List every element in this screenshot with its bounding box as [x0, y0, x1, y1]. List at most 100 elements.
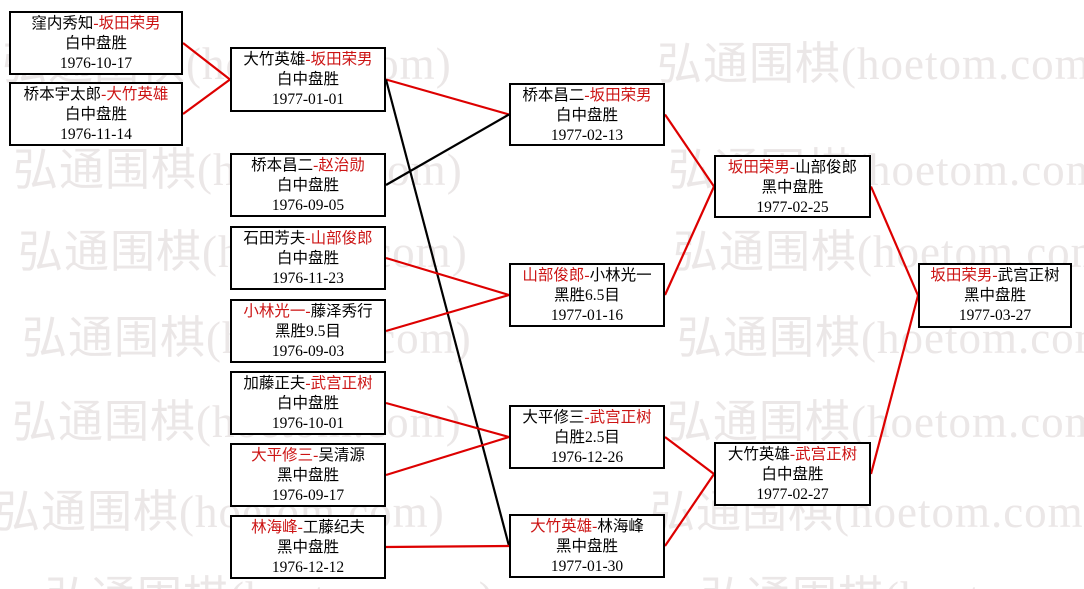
- connector-line-sf-1-to-final: [869, 186, 920, 296]
- match-players: 桥本昌二-坂田荣男: [511, 86, 663, 106]
- match-date: 1977-03-27: [958, 307, 1032, 324]
- match-result: 黑中盘胜: [761, 179, 824, 196]
- match-result: 白中盘胜: [64, 106, 127, 123]
- player-separator: -: [789, 159, 796, 176]
- player-name: 桥本昌二: [251, 157, 314, 174]
- player-name: 武宫正树: [997, 267, 1060, 284]
- match-players: 加藤正夫-武宫正树: [232, 374, 384, 394]
- connector-line-r2-3-to-sf-2: [664, 436, 715, 475]
- player-name: 大平修三: [251, 447, 314, 464]
- match-players: 坂田荣男-武宫正树: [920, 266, 1070, 286]
- match-date: 1976-10-17: [59, 55, 133, 72]
- watermark-text: 弘通围棋(hoetom.com): [700, 576, 1084, 589]
- connector-line-r1-7-to-r2-3: [385, 435, 510, 477]
- player-separator: -: [93, 15, 99, 32]
- player-name: 大竹英雄: [106, 86, 169, 103]
- match-players: 山部俊郎-小林光一: [511, 266, 663, 286]
- watermark-text: 弘通围棋(hoetom.com): [657, 39, 1084, 89]
- match-players: 桥本宇太郎-大竹英雄: [11, 85, 181, 105]
- match-players: 石田芳夫-山部俊郎: [232, 229, 384, 249]
- connector-line-r1-1-to-r2-1: [182, 42, 231, 81]
- player-separator: -: [101, 86, 107, 103]
- player-name: 吴清源: [318, 447, 365, 464]
- match-result: 白中盘胜: [761, 466, 824, 483]
- match-result: 白中盘胜: [555, 107, 618, 124]
- player-name: 石田芳夫: [243, 230, 306, 247]
- match-date: 1976-09-03: [271, 343, 345, 360]
- connector-line-r1-3-to-r3-1: [385, 113, 510, 186]
- player-name: 林海峰: [597, 518, 644, 535]
- match-players: 林海峰-工藤纪夫: [232, 518, 384, 538]
- player-name: 桥本昌二: [522, 87, 585, 104]
- player-name: 武宫正树: [589, 409, 652, 426]
- player-name: 武宫正树: [310, 375, 373, 392]
- match-result: 白中盘胜: [276, 395, 339, 412]
- match-box-r1-5: 小林光一-藤泽秀行黑胜9.5目 1976-09-03: [230, 299, 386, 363]
- player-separator: -: [297, 519, 303, 536]
- player-name: 坂田荣男: [727, 159, 790, 176]
- match-result: 黑胜6.5目: [554, 287, 620, 304]
- match-players: 大竹英雄-武宫正树: [716, 445, 869, 465]
- connector-line-r2-4-to-sf-2: [664, 473, 715, 547]
- match-players: 小林光一-藤泽秀行: [232, 302, 384, 322]
- match-result: 黑中盘胜: [963, 287, 1026, 304]
- match-date: 1977-01-30: [550, 558, 624, 575]
- player-name: 大平修三: [522, 409, 585, 426]
- player-name: 工藤纪夫: [302, 519, 365, 536]
- connector-line-r1-5-to-r2-2: [385, 293, 510, 333]
- player-name: 窪内秀知: [31, 15, 94, 32]
- match-result: 黑胜9.5目: [275, 323, 341, 340]
- match-result: 白胜2.5目: [554, 429, 620, 446]
- player-separator: -: [305, 51, 311, 68]
- match-result: 白中盘胜: [276, 250, 339, 267]
- match-result: 黑中盘胜: [276, 467, 339, 484]
- connector-line-r1-8-to-r2-4: [385, 544, 510, 549]
- match-date: 1976-12-12: [271, 559, 345, 576]
- match-date: 1976-10-01: [271, 415, 345, 432]
- match-result: 黑中盘胜: [276, 539, 339, 556]
- player-separator: -: [789, 446, 796, 463]
- match-date: 1977-02-13: [550, 127, 624, 144]
- player-name: 坂田荣男: [98, 15, 161, 32]
- connector-line-r2-1-to-r3-1: [385, 78, 510, 116]
- player-separator: -: [584, 409, 590, 426]
- match-box-r1-8: 林海峰-工藤纪夫黑中盘胜 1976-12-12: [230, 515, 386, 579]
- match-date: 1976-12-26: [550, 449, 624, 466]
- player-separator: -: [313, 447, 319, 464]
- match-date: 1976-11-14: [60, 126, 132, 143]
- match-date: 1977-02-25: [756, 199, 829, 216]
- player-separator: -: [992, 267, 998, 284]
- match-box-r3-1: 桥本昌二-坂田荣男白中盘胜 1977-02-13: [509, 83, 665, 146]
- match-box-r1-6: 加藤正夫-武宫正树白中盘胜 1976-10-01: [230, 371, 386, 435]
- connector-line-r1-2-to-r2-1: [182, 78, 231, 115]
- match-date: 1977-01-16: [550, 307, 624, 324]
- connector-line-r3-1-to-sf-1: [664, 113, 715, 188]
- player-name: 桥本宇太郎: [23, 86, 102, 103]
- player-name: 小林光一: [589, 267, 652, 284]
- player-name: 坂田荣男: [589, 87, 652, 104]
- connector-line-r1-6-to-r2-3: [385, 401, 510, 439]
- player-name: 坂田荣男: [930, 267, 993, 284]
- match-box-r2-2: 山部俊郎-小林光一黑胜6.5目 1977-01-16: [509, 263, 665, 327]
- player-name: 山部俊郎: [522, 267, 585, 284]
- match-players: 坂田荣男-山部俊郎: [716, 158, 869, 178]
- player-name: 山部俊郎: [310, 230, 373, 247]
- player-separator: -: [313, 157, 319, 174]
- player-separator: -: [305, 303, 311, 320]
- match-result: 白中盘胜: [276, 177, 339, 194]
- match-date: 1976-09-05: [271, 197, 345, 214]
- match-players: 窪内秀知-坂田荣男: [11, 14, 181, 34]
- match-result: 白中盘胜: [276, 71, 339, 88]
- player-name: 小林光一: [243, 303, 306, 320]
- connector-line-r2-2-to-sf-1: [663, 186, 716, 296]
